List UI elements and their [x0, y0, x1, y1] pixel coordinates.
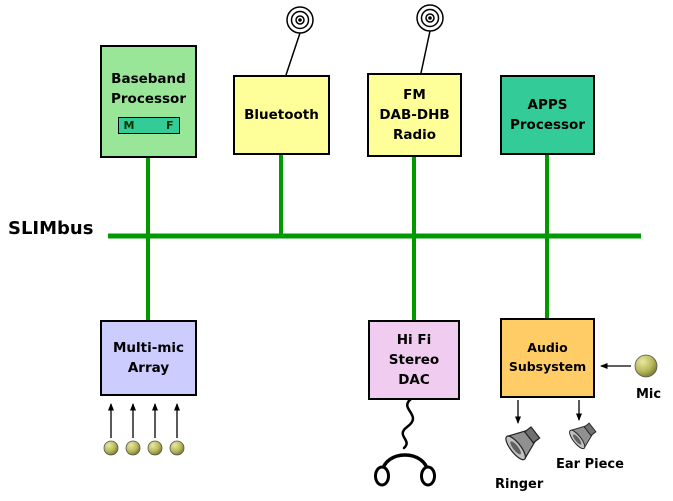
multimic-array-label: Multi-mic Array: [112, 339, 185, 376]
multimic-array-box: Multi-mic Array: [100, 320, 197, 396]
mic-ball-icon: [103, 440, 119, 456]
master-follower-bar: M F: [117, 117, 180, 135]
earpiece-speaker-icon: [569, 422, 597, 450]
audio-subsystem-box: Audio Subsystem: [500, 318, 595, 398]
fm-radio-label: FM DAB-DHB Radio: [379, 86, 450, 144]
bluetooth-label: Bluetooth: [244, 106, 319, 123]
mic-caption: Mic: [636, 387, 662, 402]
ear-piece-caption: Ear Piece: [556, 457, 624, 472]
mic-ball-icon: [147, 440, 163, 456]
bluetooth-box: Bluetooth: [233, 75, 330, 155]
audio-subsystem-label: Audio Subsystem: [508, 340, 587, 374]
follower-label: F: [165, 119, 174, 133]
hifi-stereo-dac-box: Hi Fi Stereo DAC: [368, 320, 460, 400]
mic-ball-icon: [169, 440, 185, 456]
headphones-icon: [374, 397, 436, 487]
baseband-processor-box: Baseband Processor M F: [100, 45, 197, 158]
mic-ball-icon: [634, 354, 658, 378]
hifi-stereo-dac-label: Hi Fi Stereo DAC: [388, 331, 440, 389]
mic-array-icons: [103, 403, 185, 456]
baseband-processor-label: Baseband Processor: [111, 70, 186, 107]
ringer-speaker-icon: [505, 426, 541, 461]
master-label: M: [123, 119, 135, 133]
apps-processor-box: APPS Processor: [500, 75, 595, 155]
antenna-icon: [285, 6, 314, 76]
mic-ball-icon: [125, 440, 141, 456]
apps-processor-label: APPS Processor: [510, 96, 585, 133]
antenna-icon: [416, 4, 444, 74]
slimbus-label: SLIMbus: [8, 218, 94, 239]
fm-radio-box: FM DAB-DHB Radio: [367, 73, 462, 157]
ringer-caption: Ringer: [495, 477, 544, 492]
